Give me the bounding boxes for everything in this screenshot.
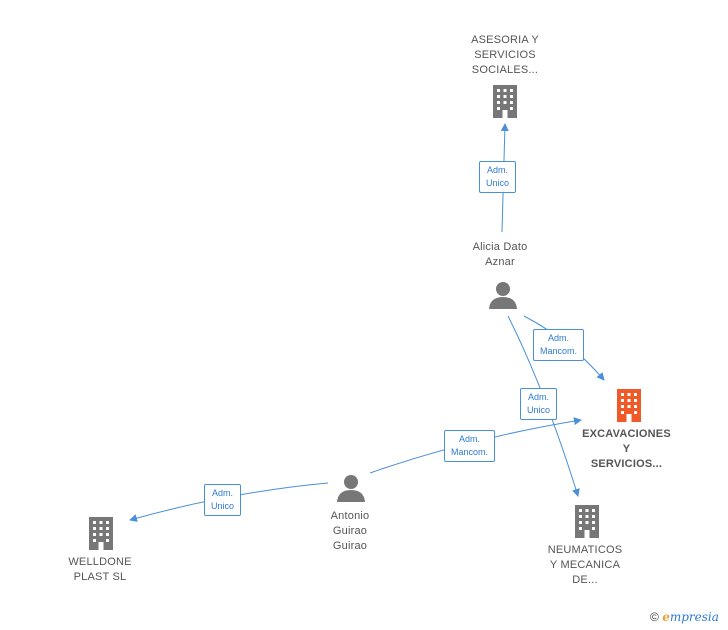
- building-icon[interactable]: [86, 516, 116, 550]
- brand-logo: empresia: [662, 610, 719, 624]
- label-line: Antonio: [330, 510, 370, 522]
- node-label-alicia: Alicia Dato Aznar: [450, 240, 550, 270]
- node-label-welldone: WELLDONE PLAST SL: [50, 555, 150, 585]
- node-label-antonio: Antonio Guirao Guirao: [310, 509, 390, 554]
- building-icon[interactable]: [490, 84, 520, 118]
- edge-label-line: Unico: [527, 405, 551, 415]
- label-line: Guirao: [332, 525, 368, 537]
- building-icon[interactable]: [572, 504, 602, 538]
- node-label-neumaticos: NEUMATICOS Y MECANICA DE...: [530, 543, 640, 588]
- label-line: Aznar: [485, 256, 515, 268]
- edge-label-line: Adm.: [548, 333, 570, 343]
- edge-label-line: Adm.: [528, 392, 550, 402]
- edge-label-line: Unico: [211, 501, 235, 511]
- brand-name: mpresia: [669, 610, 719, 624]
- edge-label-e1[interactable]: Adm. Unico: [479, 161, 517, 193]
- node-label-asesoria: ASESORIA Y SERVICIOS SOCIALES...: [440, 33, 570, 78]
- building-icon-main[interactable]: [614, 388, 644, 422]
- edge-label-line: Adm.: [212, 488, 234, 498]
- label-line: Guirao: [332, 540, 368, 552]
- edge-label-e2[interactable]: Adm. Mancom.: [533, 329, 585, 361]
- label-line: Alicia Dato: [472, 241, 528, 253]
- edge-label-e5[interactable]: Adm. Unico: [204, 484, 242, 516]
- label-line: PLAST SL: [73, 571, 127, 583]
- edge-label-line: Adm.: [487, 165, 509, 175]
- brand-initial: e: [662, 610, 670, 624]
- label-line: SOCIALES...: [471, 64, 539, 76]
- label-line: EXCAVACIONES: [582, 428, 671, 440]
- edge-label-line: Unico: [486, 178, 510, 188]
- label-line: Y MECANICA: [549, 559, 621, 571]
- label-line: WELLDONE: [68, 556, 132, 568]
- label-line: Y: [622, 443, 631, 455]
- label-line: SERVICIOS: [474, 49, 536, 61]
- edge-label-line: Adm.: [459, 434, 481, 444]
- person-icon[interactable]: [336, 474, 366, 502]
- label-line: SERVICIOS...: [590, 458, 663, 470]
- node-label-excavaciones: EXCAVACIONES Y SERVICIOS...: [570, 427, 683, 472]
- edge-label-line: Mancom.: [540, 346, 578, 356]
- copyright-icon: ©: [650, 610, 659, 624]
- footer-brand[interactable]: © empresia: [650, 610, 719, 624]
- edge-label-e3[interactable]: Adm. Unico: [520, 388, 558, 420]
- label-line: ASESORIA Y: [471, 34, 539, 46]
- person-icon[interactable]: [488, 281, 518, 309]
- label-line: DE...: [572, 574, 598, 586]
- label-line: NEUMATICOS: [547, 544, 623, 556]
- edge-label-e4[interactable]: Adm. Mancom.: [444, 430, 496, 462]
- edge-label-line: Mancom.: [451, 447, 489, 457]
